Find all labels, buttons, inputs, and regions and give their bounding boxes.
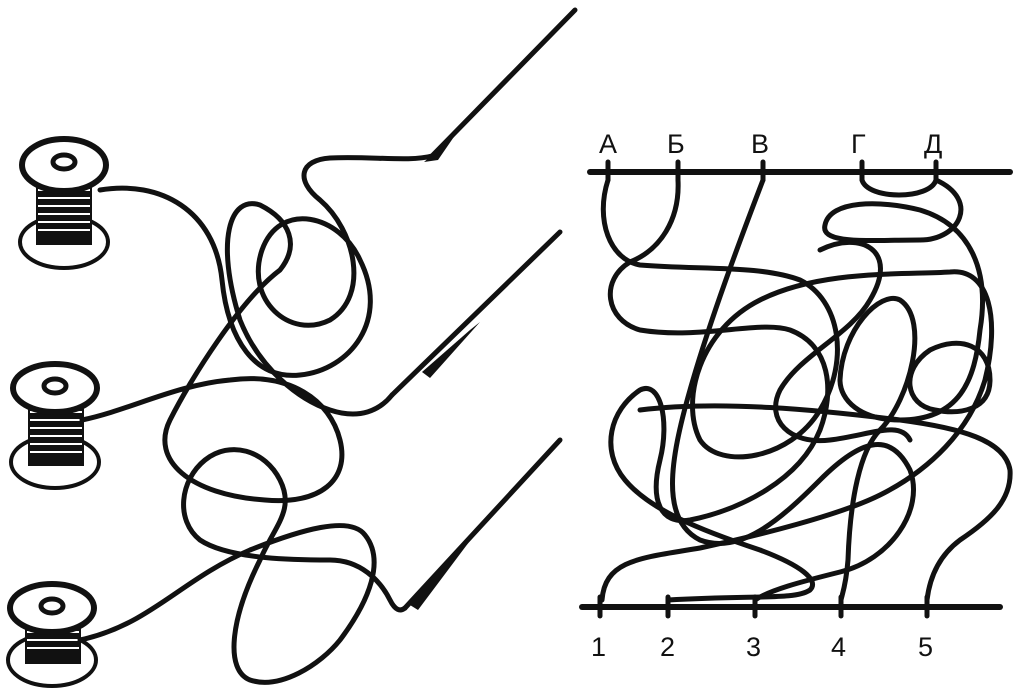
spool-icon-3 <box>8 584 96 686</box>
top-label-2: Б <box>667 129 685 159</box>
top-label-1: А <box>599 129 617 159</box>
tangle-line-b <box>610 180 827 600</box>
bottom-label-1: 1 <box>591 632 606 662</box>
bottom-label-4: 4 <box>831 632 846 662</box>
thread-1 <box>100 156 432 375</box>
needle-icon-1 <box>424 10 575 162</box>
spool-icon-2 <box>11 364 99 488</box>
bottom-label-3: 3 <box>746 632 761 662</box>
bottom-label-2: 2 <box>660 632 675 662</box>
spool-icon-1 <box>20 139 108 268</box>
matching-threads-panel: А Б В Г Д 1 2 3 4 5 <box>582 129 1010 662</box>
needle-icon-3 <box>405 440 560 610</box>
tangled-threads-panel <box>8 10 575 686</box>
top-label-4: Г <box>851 129 866 159</box>
needle-icon-2 <box>392 232 560 395</box>
thread-3 <box>80 450 405 683</box>
top-label-5: Д <box>924 129 942 159</box>
tangle-line-c <box>673 180 914 600</box>
top-label-3: В <box>751 129 769 159</box>
bottom-label-5: 5 <box>918 632 933 662</box>
